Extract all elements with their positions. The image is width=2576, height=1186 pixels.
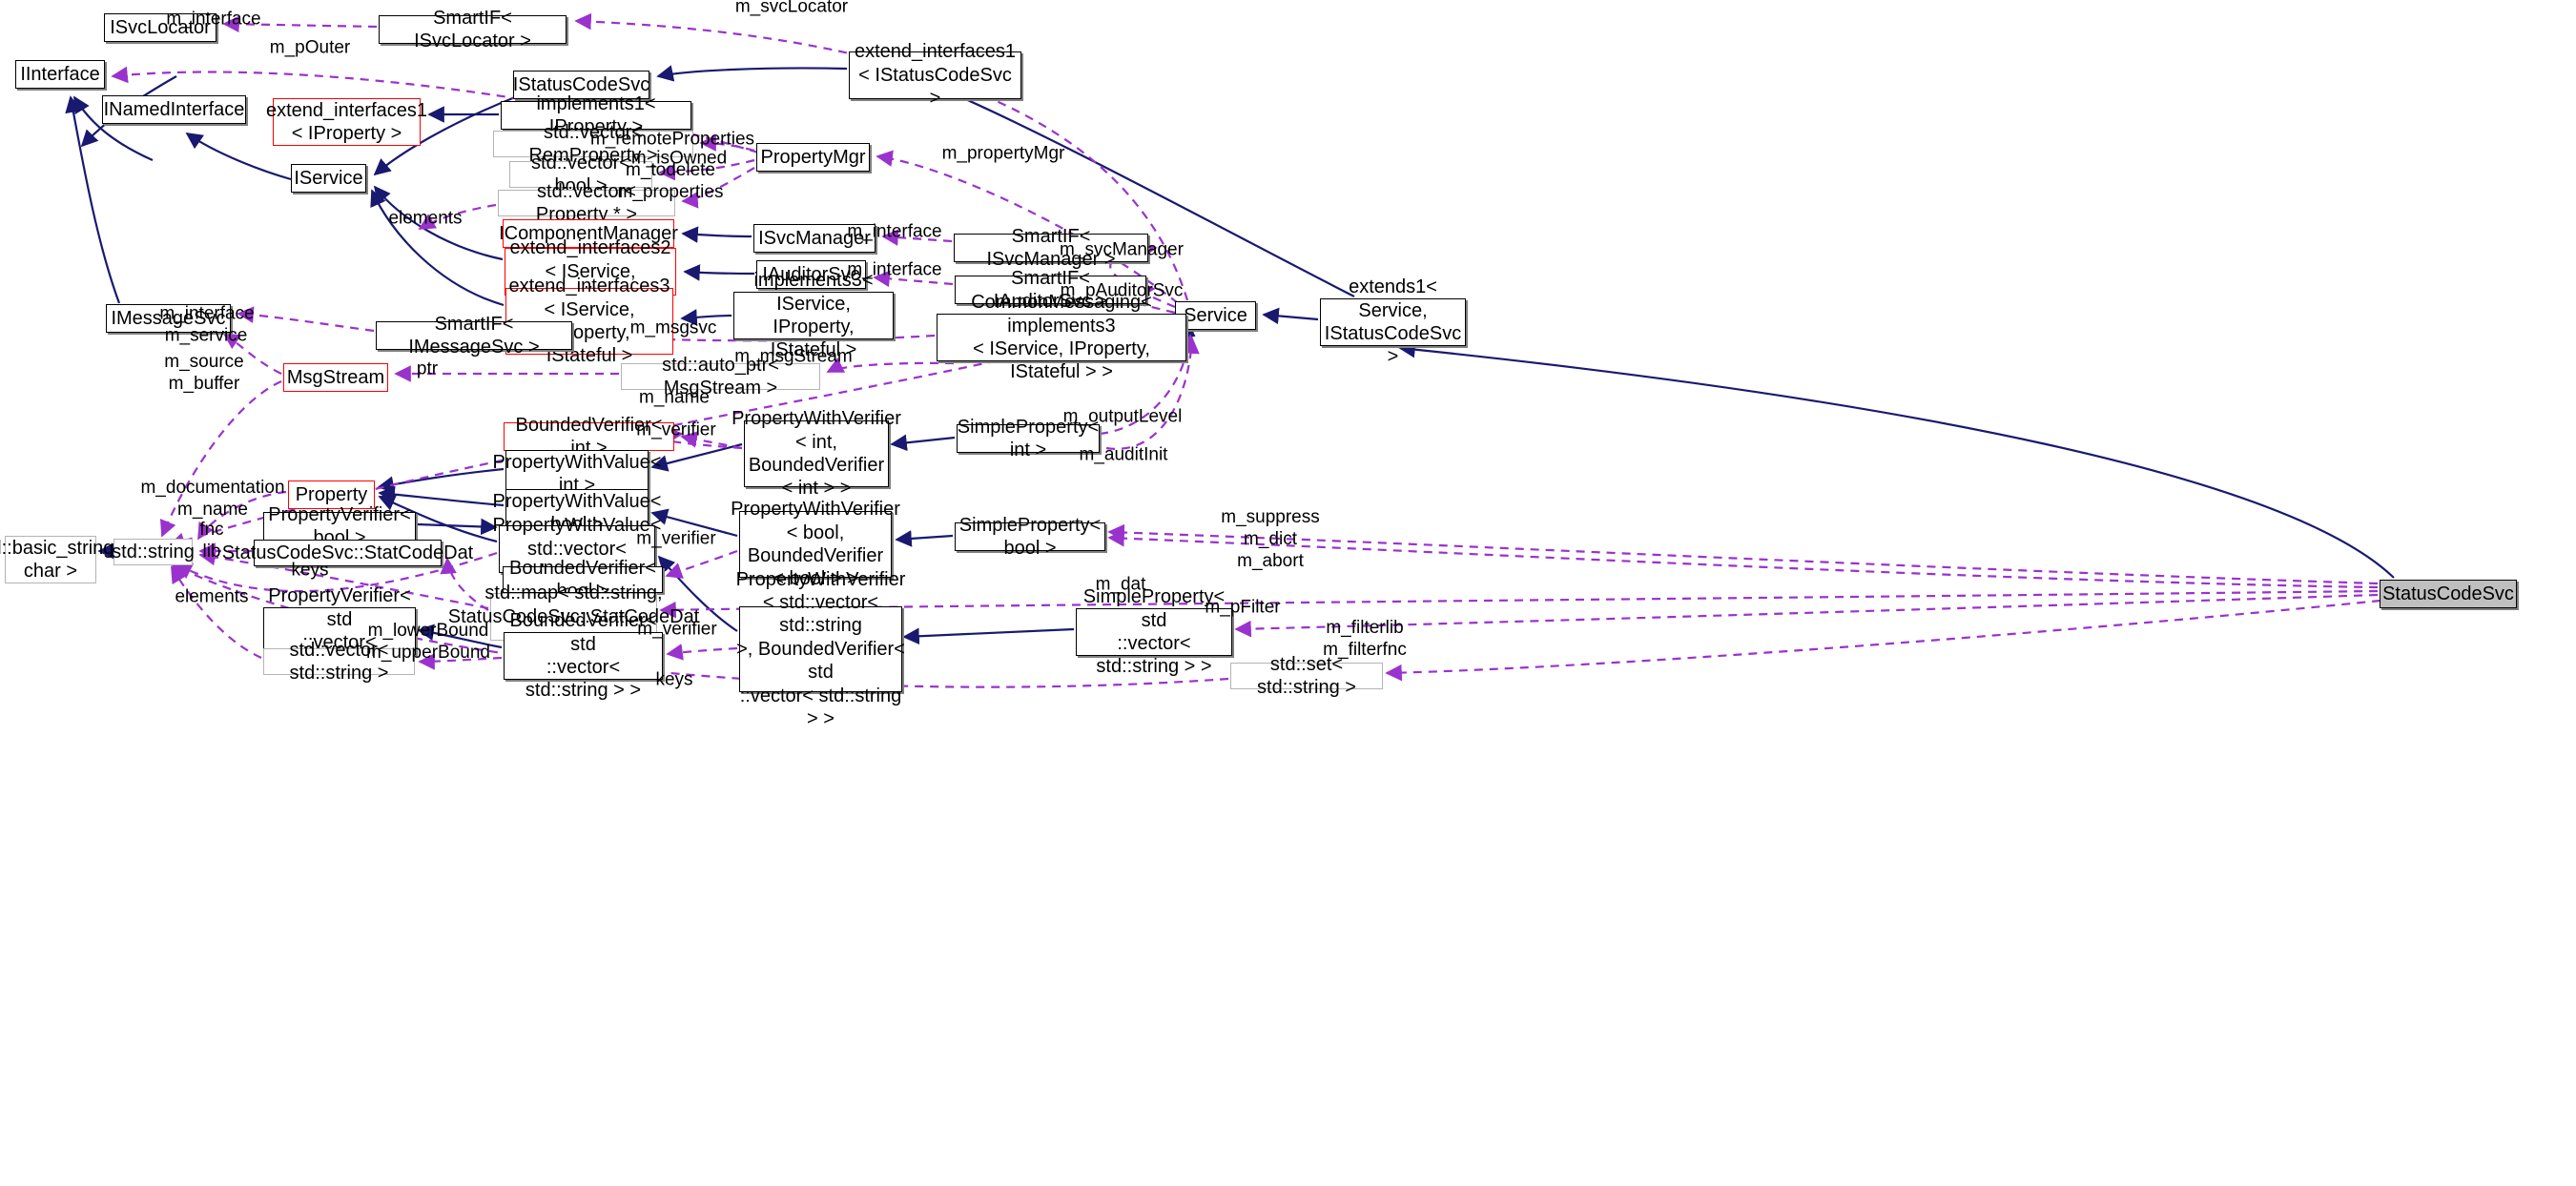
- class-node-boundedverifier_bool[interactable]: BoundedVerifier< bool >: [503, 558, 663, 602]
- class-node-vector_string[interactable]: std::vector< std::string >: [263, 640, 415, 684]
- edge-label-lbl_m_pauditorsvc: m_pAuditorSvc: [1060, 280, 1184, 301]
- edge-label-lbl_m_dat: m_dat: [1095, 574, 1146, 595]
- edge-label-lbl_m_lowerbound: m_lowerBound m_upperBound: [366, 621, 490, 663]
- edge-label-lbl_m_isowned: m_isOwned: [630, 148, 728, 169]
- edge-label-lbl_m_interface_auditor: m_interface: [847, 259, 942, 280]
- class-node-service[interactable]: Service: [1175, 301, 1256, 330]
- class-node-propertywithverifier_bool[interactable]: PropertyWithVerifier < bool, BoundedVeri…: [731, 499, 900, 590]
- edge-label-lbl_m_propertymgr: m_propertyMgr: [941, 143, 1065, 164]
- edge-label-lbl_m_pfilter: m_pFilter: [1205, 597, 1281, 618]
- class-node-smartif_imessagesvc[interactable]: SmartIF< IMessageSvc >: [376, 314, 572, 358]
- class-node-icomponentmanager[interactable]: IComponentManager: [499, 219, 678, 248]
- edge-label-lbl_m_verifier_int: m_verifier: [636, 419, 716, 440]
- edge-label-lbl_elements_iservice: elements: [388, 208, 463, 229]
- class-node-simpleproperty_bool[interactable]: SimpleProperty< bool >: [955, 515, 1105, 559]
- class-node-commonmessaging[interactable]: CommonMessaging< implements3 < IService,…: [937, 292, 1186, 382]
- class-node-boundedverifier_int[interactable]: BoundedVerifier< int >: [504, 415, 674, 459]
- class-node-iinterface[interactable]: IInterface: [15, 60, 105, 89]
- class-node-implements3[interactable]: implements3< IService, IProperty, IState…: [733, 270, 894, 360]
- class-node-statuscodesvc_statcodedat[interactable]: StatusCodeSvc::StatCodeDat: [222, 540, 473, 566]
- class-node-boundedverifier_vecstr[interactable]: BoundedVerifier< std ::vector< std::stri…: [504, 610, 663, 701]
- class-node-imessagesvc[interactable]: IMessageSvc: [106, 304, 231, 333]
- class-node-smartif_isvcmanager[interactable]: SmartIF< ISvcManager >: [954, 226, 1148, 270]
- class-node-property[interactable]: Property: [288, 481, 375, 509]
- edge-label-lbl_m_pouter: m_pOuter: [269, 37, 351, 58]
- edge-label-lbl_m_filterlib: m_filterlib m_filterfnc: [1323, 618, 1407, 660]
- class-node-propertyverifier_bool[interactable]: PropertyVerifier< bool >: [263, 504, 416, 548]
- edge-label-lbl_elements_vecstr: elements: [175, 586, 249, 607]
- edge-label-lbl_fnc_lib: fnc lib: [199, 520, 224, 562]
- class-node-vector_bool[interactable]: std::vector< bool >: [509, 153, 652, 196]
- edge-label-lbl_keys_bottom: keys: [655, 669, 693, 690]
- edge-label-lbl_m_msgstream: m_msgStream: [734, 346, 853, 367]
- edge-label-lbl_ptr: ptr: [416, 358, 439, 379]
- edge-label-lbl_m_interface_isvclocator: m_interface: [166, 9, 261, 30]
- class-node-msgstream[interactable]: MsgStream: [283, 363, 388, 392]
- class-node-isvclocator[interactable]: ISvcLocator: [104, 13, 216, 42]
- edge-label-lbl_m_svclocator: m_svcLocator: [734, 0, 849, 17]
- class-node-simpleproperty_int[interactable]: SimpleProperty< int >: [957, 416, 1100, 460]
- edge-label-lbl_m_outputlevel: m_outputLevel: [1062, 406, 1183, 427]
- edge-label-lbl_m_todelete: m_todelete m_properties: [617, 160, 724, 202]
- class-node-propertyverifier_vecstr[interactable]: PropertyVerifier< std ::vector< std::str…: [263, 585, 416, 676]
- class-node-istatuscodesvc[interactable]: IStatusCodeSvc: [513, 71, 649, 99]
- class-node-set_string[interactable]: std::set< std::string >: [1230, 654, 1383, 698]
- class-node-isvcmanager[interactable]: ISvcManager: [753, 224, 876, 253]
- edge-label-lbl_m_svcmanager: m_svcManager: [1060, 239, 1184, 260]
- edge-label-lbl_m_interface_svcmgr: m_interface: [847, 221, 942, 242]
- class-node-inamedinterface[interactable]: INamedInterface: [102, 95, 246, 124]
- edge-label-lbl_m_service: m_service: [164, 325, 248, 346]
- edge-label-lbl_m_verifier_bool: m_verifier: [636, 528, 716, 549]
- class-node-stdstring[interactable]: std::string: [112, 539, 195, 565]
- edge-label-lbl_m_suppress: m_suppress m_dict m_abort: [1221, 506, 1320, 571]
- class-node-extend_interfaces1_iproperty[interactable]: extend_interfaces1 < IProperty >: [266, 98, 428, 146]
- edge-label-lbl_m_source: m_source m_buffer: [164, 352, 244, 394]
- edge-label-lbl_m_interface_msgsvc: m_interface: [159, 303, 255, 324]
- class-node-propertywithverifier_int[interactable]: PropertyWithVerifier < int, BoundedVerif…: [732, 408, 901, 500]
- edge-label-lbl_m_msgsvc: m_msgsvc: [629, 317, 717, 338]
- edge-label-lbl_m_name_top: m_name: [639, 387, 710, 408]
- class-node-propertywithverifier_vecstr[interactable]: PropertyWithVerifier < std::vector< std:…: [735, 568, 906, 729]
- edge-label-lbl_m_verifier_vecstr: m_verifier: [637, 619, 717, 640]
- class-node-iservice[interactable]: IService: [291, 164, 366, 193]
- class-node-extend_interfaces1_istatuscodesvc[interactable]: extend_interfaces1 < IStatusCodeSvc >: [849, 41, 1021, 109]
- class-node-propertymgr[interactable]: PropertyMgr: [756, 143, 870, 172]
- class-node-basic_string_char[interactable]: std::basic_string< char >: [0, 536, 126, 583]
- class-node-statuscodesvc[interactable]: StatusCodeSvc: [2380, 580, 2517, 608]
- edge-label-lbl_m_auditinit: m_auditInit: [1079, 444, 1168, 465]
- class-node-iauditorsvc[interactable]: IAuditorSvc: [756, 260, 866, 289]
- class-node-smartif_isvclocator[interactable]: SmartIF< ISvcLocator >: [379, 8, 567, 51]
- class-node-extends1_service[interactable]: extends1< Service, IStatusCodeSvc >: [1320, 276, 1466, 367]
- edge-label-lbl_keys_mid: keys: [291, 560, 329, 581]
- edge-label-lbl_m_documentation: m_documentation m_name: [140, 478, 285, 520]
